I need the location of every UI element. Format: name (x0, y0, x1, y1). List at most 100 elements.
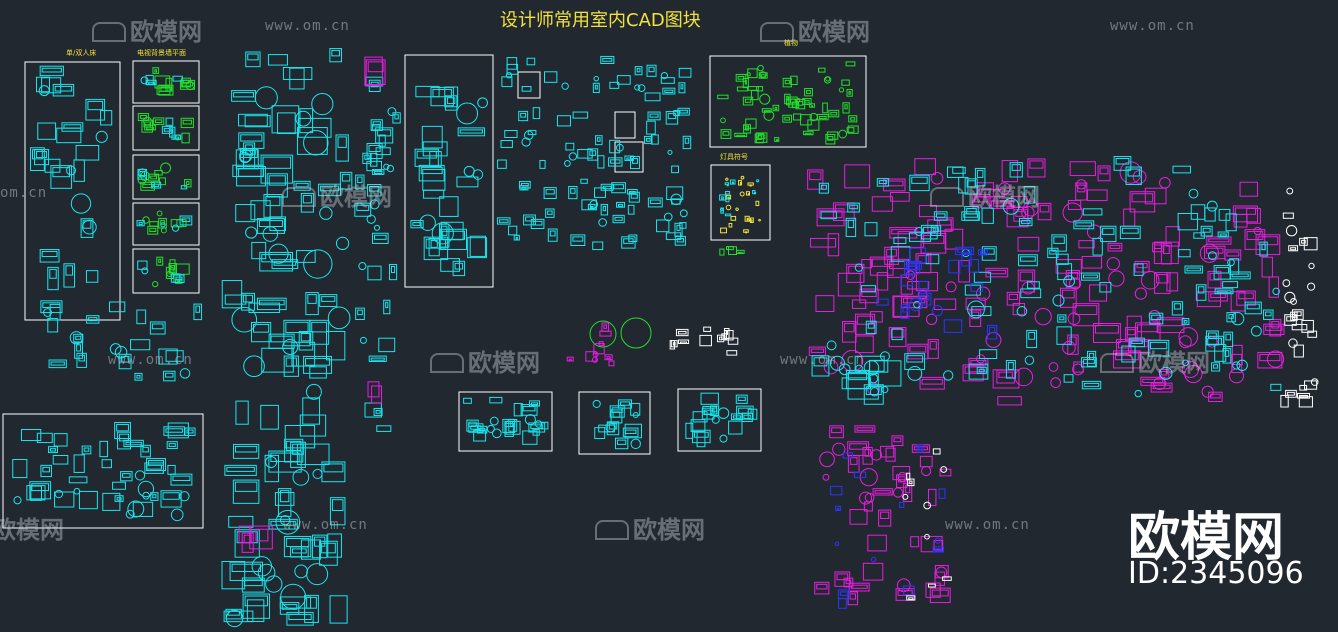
cad-furniture-block (1055, 259, 1082, 274)
cad-detail-block (629, 191, 636, 194)
cad-furniture-block (63, 263, 76, 288)
cad-detail-block (849, 204, 858, 210)
cad-furniture-block (914, 158, 936, 176)
cad-furniture-block (1119, 225, 1141, 240)
cad-furniture-block (354, 202, 372, 217)
cad-furniture-block (685, 422, 694, 439)
cad-fixture-block (591, 356, 599, 363)
cad-furniture-block (513, 403, 523, 417)
small-frame-2 (614, 111, 636, 139)
cad-fixture-block (660, 71, 668, 80)
cad-furniture-block (665, 111, 679, 125)
cad-detail-block (874, 490, 891, 494)
cad-furniture-block (1154, 272, 1171, 294)
cad-furniture-block (47, 318, 59, 333)
cad-furniture-block (929, 587, 951, 604)
cad-fixture-block (819, 451, 835, 468)
cad-furniture-block (608, 360, 615, 367)
cad-detail-block (373, 234, 387, 240)
cad-fixture-block (592, 399, 601, 408)
cad-furniture-block (1178, 249, 1191, 258)
cad-detail-block (305, 357, 331, 366)
cad-detail-block (125, 441, 142, 446)
cad-detail-block (158, 87, 169, 92)
cad-furniture-block (903, 585, 915, 596)
cad-furniture-block (855, 335, 874, 354)
cad-detail-block (478, 427, 486, 432)
sofa-icon (760, 22, 794, 42)
cad-fixture-block (1184, 364, 1203, 384)
cad-furniture-block (367, 183, 382, 197)
cad-furniture-block (245, 51, 261, 68)
cad-furniture-block (606, 421, 620, 436)
cad-furniture-block (1222, 281, 1239, 289)
cad-furniture-block (802, 98, 812, 105)
cad-detail-block (618, 203, 624, 207)
cad-furniture-block (742, 96, 754, 106)
cad-furniture-block (883, 178, 906, 192)
cad-fixture-block (902, 493, 909, 500)
cad-furniture-block (1217, 231, 1229, 238)
cad-furniture-block (68, 476, 88, 484)
cad-furniture-block (302, 397, 321, 425)
cad-detail-block (774, 106, 778, 110)
cad-furniture-block (1060, 287, 1077, 308)
bottom-left-frame (2, 413, 204, 529)
cad-detail-block (850, 584, 868, 589)
cad-furniture-block (970, 283, 984, 292)
cad-detail-block (847, 371, 868, 381)
cad-detail-block (979, 251, 986, 255)
cad-fixture-block (319, 206, 333, 220)
cad-furniture-block (236, 166, 266, 187)
cad-fixture-block (125, 509, 135, 519)
cad-detail-block (234, 445, 258, 453)
cad-furniture-block (30, 485, 42, 501)
cad-detail-block (606, 356, 611, 360)
cad-furniture-block (1092, 237, 1103, 256)
cad-detail-block (75, 335, 82, 340)
cad-furniture-block (150, 492, 159, 501)
cad-furniture-block (172, 75, 183, 82)
cad-furniture-block (102, 492, 121, 511)
cad-furniture-block (1133, 263, 1144, 276)
cad-fixture-block (1014, 367, 1034, 387)
cad-detail-block (430, 239, 438, 248)
cad-fixture-block (137, 168, 148, 178)
cad-detail-block (1015, 211, 1027, 217)
cad-detail-block (1117, 341, 1130, 349)
cad-furniture-block (1134, 260, 1150, 273)
cad-furniture-block (818, 67, 826, 73)
cad-detail-block (744, 98, 752, 103)
cad-furniture-block (700, 392, 719, 405)
cad-furniture-block (1282, 212, 1294, 219)
cad-furniture-block (900, 274, 914, 287)
cad-detail-block (1210, 393, 1221, 399)
cad-furniture-block (838, 597, 847, 609)
cad-detail-block (931, 589, 949, 597)
cad-furniture-block (378, 337, 396, 353)
cad-fixture-block (1290, 298, 1297, 305)
cad-detail-block (1208, 238, 1230, 243)
cad-furniture-block (173, 274, 185, 283)
cad-furniture-block (335, 134, 349, 162)
cad-furniture-block (235, 400, 249, 425)
cad-furniture-block (682, 135, 692, 150)
cad-fixture-block (523, 130, 534, 140)
cad-furniture-block (919, 376, 945, 390)
cad-fixture-block (387, 107, 397, 117)
cad-furniture-block (76, 352, 87, 368)
cad-furniture-block (979, 349, 998, 360)
cad-furniture-block (298, 331, 314, 351)
cad-detail-block (602, 57, 613, 62)
cad-detail-block (530, 424, 544, 430)
cad-furniture-block (56, 127, 82, 144)
cad-furniture-block (885, 447, 896, 462)
cad-furniture-block (997, 396, 1022, 406)
cad-detail-block (1202, 227, 1211, 233)
cad-furniture-block (755, 200, 760, 207)
cad-fixture-block (1153, 377, 1167, 391)
cad-furniture-block (291, 341, 316, 367)
cad-furniture-block (256, 218, 285, 234)
cad-fixture-block (312, 468, 323, 480)
cad-furniture-block (248, 302, 281, 313)
